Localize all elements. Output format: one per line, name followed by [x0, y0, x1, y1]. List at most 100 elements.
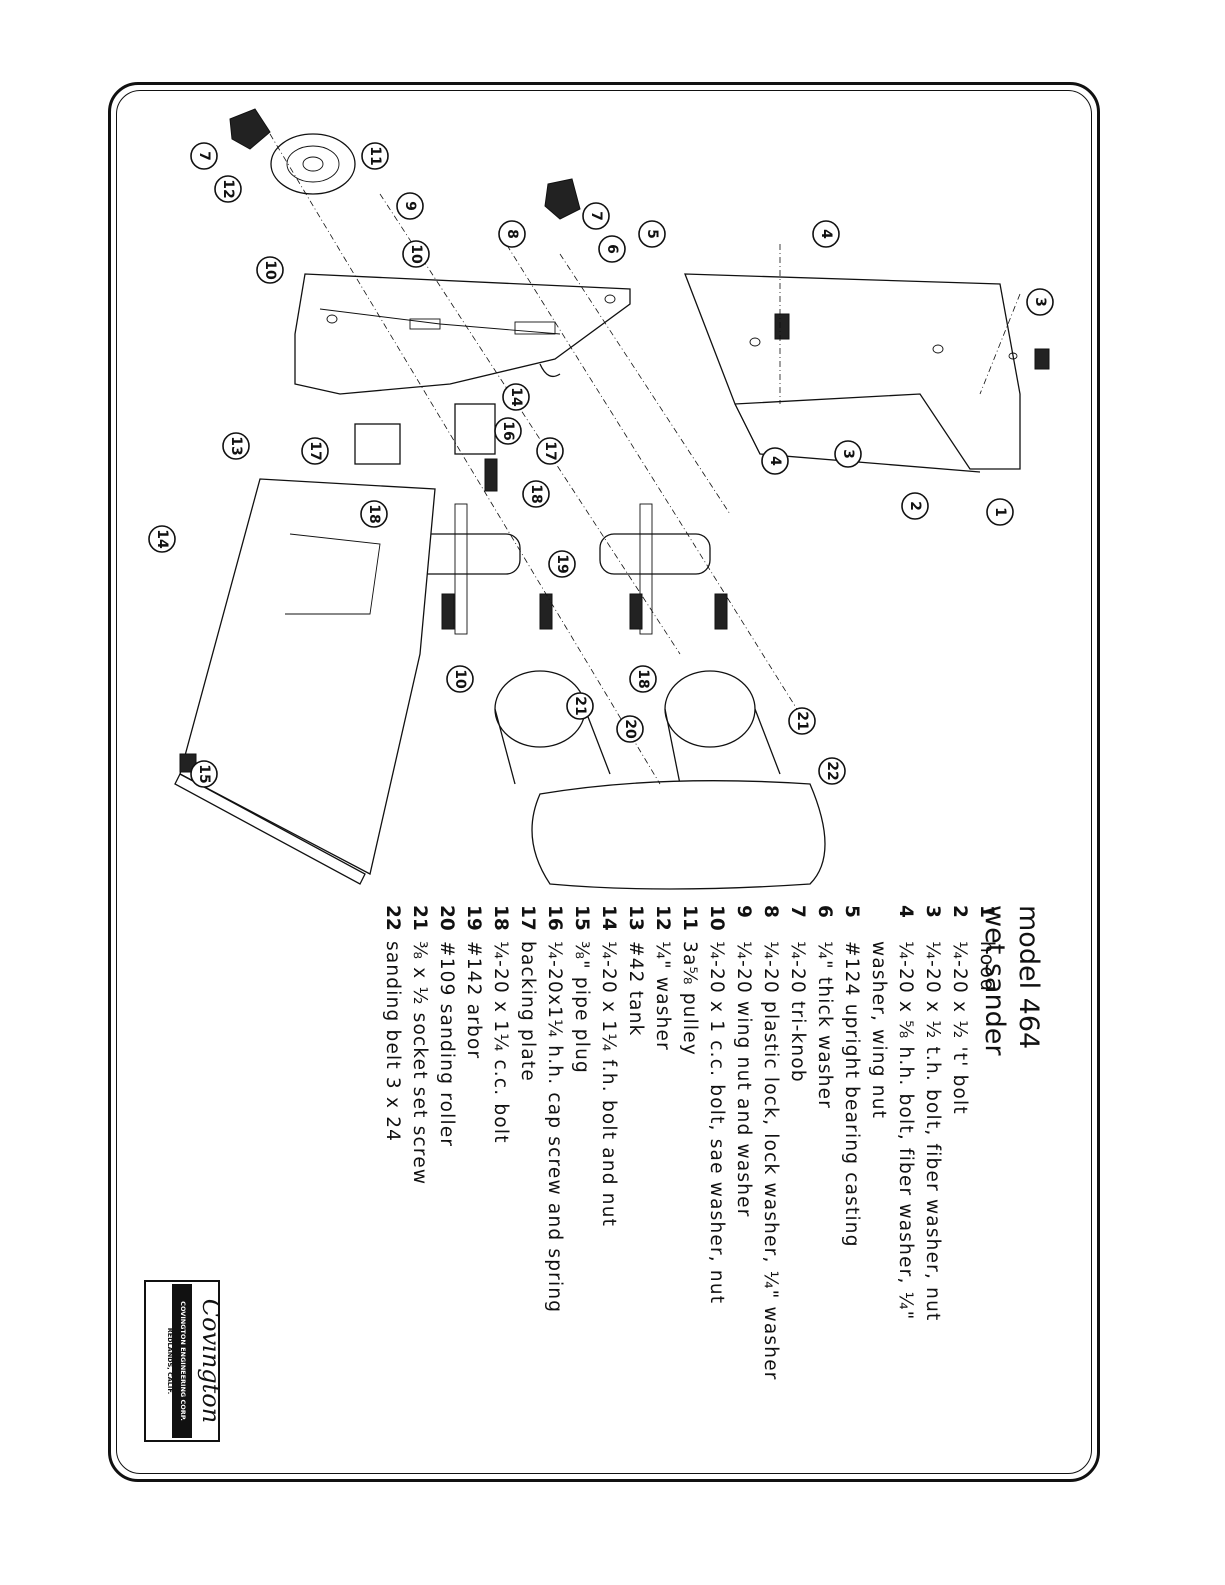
svg-text:16: 16 — [500, 421, 516, 440]
upright-bearing-casting-part — [294, 273, 631, 395]
part-number: 13 — [625, 905, 646, 931]
part-description: washer, wing nut — [868, 941, 889, 1120]
exploded-parts-diagram: 1 2 3 3 4 4 5 6 7 7 8 9 10 10 10 11 12 1… — [148, 108, 1054, 890]
svg-text:21: 21 — [572, 696, 588, 715]
svg-text:22: 22 — [824, 761, 840, 780]
part-description: ¼-20 x ½ 't' bolt — [949, 941, 970, 1115]
part-description: backing plate — [517, 941, 538, 1082]
model-number: model 464 — [1013, 905, 1044, 1050]
svg-text:18: 18 — [366, 504, 382, 523]
callout-3: 3 — [834, 440, 862, 468]
callout-markers: 1 2 3 3 4 4 5 6 7 7 8 9 10 10 10 11 12 1… — [148, 142, 1054, 788]
part-number: 1 — [976, 905, 997, 918]
part-description: sanding belt 3 x 24 — [382, 941, 403, 1143]
part-row: 1 hood — [973, 905, 1000, 1381]
svg-text:18: 18 — [528, 484, 544, 503]
part-description: ¼-20 x ⅝ h.h. bolt, fiber washer, ¼" — [895, 941, 916, 1321]
part-number: 15 — [571, 905, 592, 931]
part-number — [865, 905, 892, 941]
part-row: 2 ¼-20 x ½ 't' bolt — [946, 905, 973, 1381]
part-number: 12 — [652, 905, 673, 931]
svg-text:9: 9 — [402, 201, 418, 211]
callout-17: 17 — [301, 437, 329, 465]
part-description: ¼-20 x 1¼ f.h. bolt and nut — [598, 941, 619, 1228]
callout-9: 9 — [396, 192, 424, 220]
part-number: 19 — [463, 905, 484, 931]
svg-text:10: 10 — [262, 260, 278, 280]
assembly-lines — [269, 133, 1021, 785]
svg-text:1: 1 — [992, 507, 1008, 517]
callout-14b: 14 — [502, 383, 530, 411]
svg-text:12: 12 — [220, 179, 236, 198]
callout-18c: 18 — [629, 665, 657, 693]
callout-7: 7 — [190, 142, 218, 170]
logo-line1: COVINGTON ENGINEERING CORP. — [179, 1301, 187, 1421]
svg-text:7: 7 — [196, 151, 212, 161]
part-number: 17 — [517, 905, 538, 931]
callout-20: 20 — [616, 715, 644, 743]
callout-4: 4 — [812, 220, 840, 248]
svg-text:17: 17 — [307, 441, 323, 460]
part-row: 19 #142 arbor — [460, 905, 487, 1381]
callout-1: 1 — [986, 498, 1014, 526]
covington-logo: Covington COVINGTON ENGINEERING CORP. RE… — [144, 1280, 220, 1442]
callout-13: 13 — [222, 432, 250, 460]
part-row: washer, wing nut — [865, 905, 892, 1381]
callout-10: 10 — [256, 256, 284, 284]
part-description: ⅜" pipe plug — [571, 941, 592, 1074]
svg-text:2: 2 — [907, 501, 923, 511]
svg-text:17: 17 — [542, 441, 558, 460]
part-description: #142 arbor — [463, 941, 484, 1060]
callout-17b: 17 — [536, 437, 564, 465]
callout-10b: 10 — [402, 240, 430, 268]
part-description: 3a⅝ pulley — [679, 941, 700, 1056]
part-row: 20#109 sanding roller — [433, 905, 460, 1381]
part-number: 6 — [814, 905, 835, 918]
callout-4b: 4 — [761, 447, 789, 475]
part-row: 9 ¼-20 wing nut and washer — [730, 905, 757, 1381]
part-description: ¼-20 wing nut and washer — [733, 941, 754, 1218]
svg-text:18: 18 — [635, 669, 651, 688]
svg-text:11: 11 — [367, 146, 383, 165]
part-number: 16 — [544, 905, 565, 931]
part-description: ¼-20 tri-knob — [787, 941, 808, 1083]
part-description: #124 upright bearing casting — [841, 941, 862, 1248]
svg-text:14: 14 — [154, 529, 170, 549]
part-number: 20 — [436, 905, 457, 931]
callout-8: 8 — [498, 220, 526, 248]
svg-text:19: 19 — [554, 554, 570, 573]
part-description: hood — [976, 941, 997, 992]
part-row: 17 backing plate — [514, 905, 541, 1381]
svg-text:14: 14 — [508, 387, 524, 407]
callout-19: 19 — [548, 550, 576, 578]
part-number: 2 — [949, 905, 970, 918]
part-number: 8 — [760, 905, 781, 918]
callout-11: 11 — [361, 142, 389, 170]
part-number: 21 — [409, 905, 430, 931]
hood-part — [684, 273, 1021, 473]
page-border-inner — [116, 90, 1092, 1474]
part-number: 7 — [787, 905, 808, 918]
svg-text:10: 10 — [452, 669, 468, 689]
svg-text:3: 3 — [840, 449, 856, 459]
sanding-belt-part — [531, 780, 826, 890]
callout-3b: 3 — [1026, 288, 1054, 316]
part-number: 5 — [841, 905, 862, 918]
logo-line2: REDLANDS, CALIF. — [166, 1328, 174, 1395]
tank-part — [174, 478, 436, 885]
page-border — [108, 82, 1100, 1482]
svg-text:10: 10 — [408, 244, 424, 264]
logo-brand: Covington — [197, 1299, 220, 1423]
part-number: 9 — [733, 905, 754, 918]
callout-21b: 21 — [788, 707, 816, 735]
svg-text:8: 8 — [504, 229, 520, 239]
svg-text:7: 7 — [588, 211, 604, 221]
svg-text:4: 4 — [818, 229, 834, 239]
svg-text:3: 3 — [1032, 297, 1048, 307]
svg-text:6: 6 — [604, 244, 620, 254]
